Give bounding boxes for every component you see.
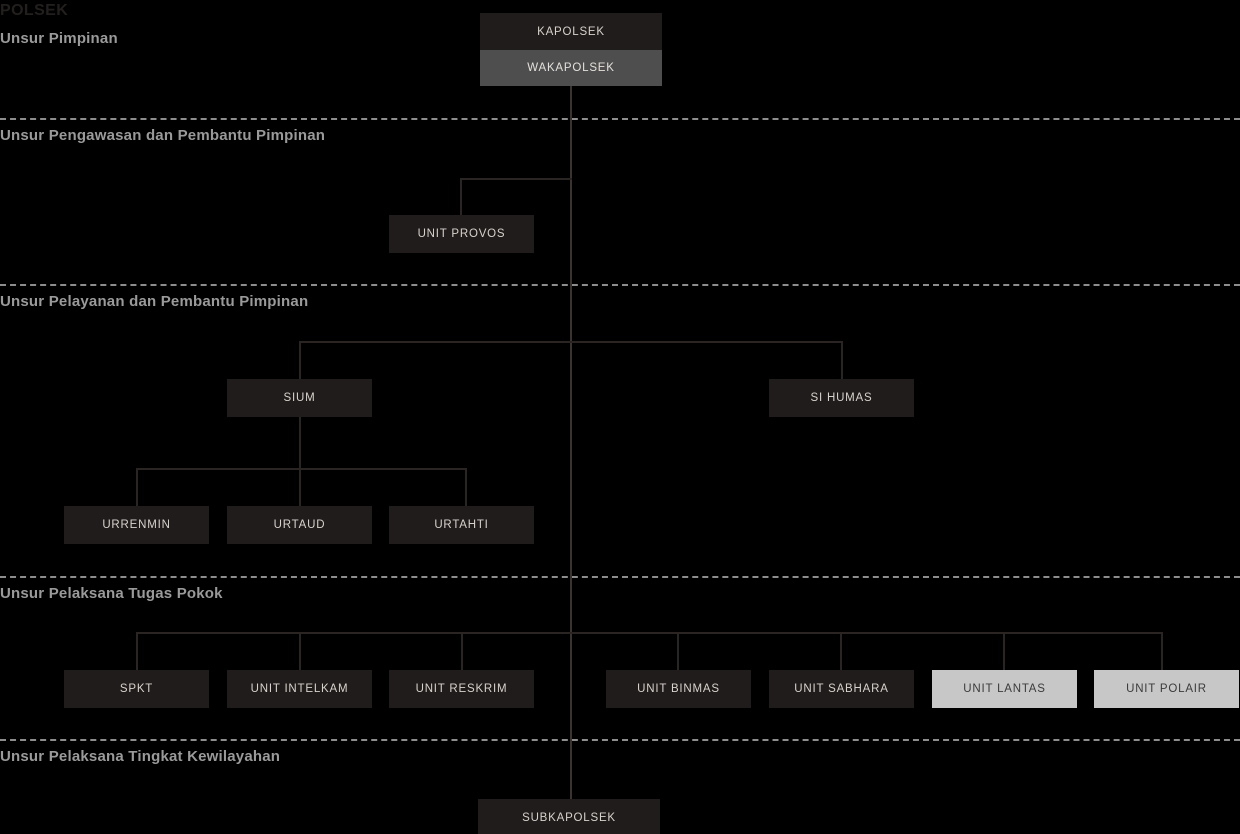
node-spkt[interactable]: SPKT [64,670,209,708]
node-unit-reskrim[interactable]: UNIT RESKRIM [389,670,534,708]
node-urtahti-label: URTAHTI [434,519,489,531]
divider-2 [0,284,1240,286]
node-unit-lantas-label: UNIT LANTAS [963,683,1046,695]
node-urtahti[interactable]: URTAHTI [389,506,534,544]
node-subkapolsek[interactable]: SUBKAPOLSEK [478,799,660,834]
node-si-humas[interactable]: SI HUMAS [769,379,914,417]
node-si-humas-label: SI HUMAS [810,392,873,404]
node-sium[interactable]: SIUM [227,379,372,417]
connector-sium-children-bracket [136,468,466,470]
page-title: POLSEK [0,2,69,19]
connector-spkt-drop [136,632,138,670]
connector-urtahti-drop [465,468,467,506]
node-urtaud[interactable]: URTAUD [227,506,372,544]
connector-provos-drop [460,178,462,215]
node-unit-lantas[interactable]: UNIT LANTAS [932,670,1077,708]
node-unit-sabhara-label: UNIT SABHARA [794,683,889,695]
connector-lantas-drop [1003,632,1005,670]
node-spkt-label: SPKT [119,683,154,695]
connector-sium-drop [299,341,301,379]
band-label-pengawasan: Unsur Pengawasan dan Pembantu Pimpinan [0,127,326,144]
connector-polair-drop [1161,632,1163,670]
connector-sabhara-drop [840,632,842,670]
connector-intelkam-drop [299,632,301,670]
node-subkapolsek-label: SUBKAPOLSEK [522,812,616,824]
node-kapolsek[interactable]: KAPOLSEK [480,13,662,50]
node-unit-binmas[interactable]: UNIT BINMAS [606,670,751,708]
connector-provos-horizontal [460,178,572,180]
main-spine [570,86,572,800]
band-label-pelayanan: Unsur Pelayanan dan Pembantu Pimpinan [0,293,309,310]
connector-reskrim-drop [461,632,463,670]
divider-1 [0,118,1240,120]
node-unit-intelkam[interactable]: UNIT INTELKAM [227,670,372,708]
connector-urrenmin-drop [136,468,138,506]
node-wakapolsek[interactable]: WAKAPOLSEK [480,50,662,86]
connector-urtaud-drop [299,468,301,506]
node-unit-intelkam-label: UNIT INTELKAM [250,683,349,695]
band-label-pelaksana-tugas: Unsur Pelaksana Tugas Pokok [0,585,223,602]
node-wakapolsek-label: WAKAPOLSEK [527,62,615,74]
connector-binmas-drop [677,632,679,670]
connector-sium-stem [299,417,301,468]
band-label-kewilayahan: Unsur Pelaksana Tingkat Kewilayahan [0,748,281,765]
band-label-pimpinan: Unsur Pimpinan [0,30,118,47]
node-unit-polair-label: UNIT POLAIR [1126,683,1207,695]
node-kapolsek-label: KAPOLSEK [537,25,605,38]
node-urrenmin[interactable]: URRENMIN [64,506,209,544]
connector-pelaksana-bracket [136,632,1162,634]
node-sium-label: SIUM [283,392,316,404]
node-urtaud-label: URTAUD [273,519,326,531]
node-unit-binmas-label: UNIT BINMAS [637,683,720,695]
node-unit-provos[interactable]: UNIT PROVOS [389,215,534,253]
divider-4 [0,739,1240,741]
node-urrenmin-label: URRENMIN [102,519,171,531]
divider-3 [0,576,1240,578]
connector-sihumas-drop [841,341,843,379]
node-unit-reskrim-label: UNIT RESKRIM [415,683,508,695]
node-unit-polair[interactable]: UNIT POLAIR [1094,670,1239,708]
connector-pelayanan-bracket [299,341,843,343]
node-unit-provos-label: UNIT PROVOS [417,228,506,240]
node-unit-sabhara[interactable]: UNIT SABHARA [769,670,914,708]
